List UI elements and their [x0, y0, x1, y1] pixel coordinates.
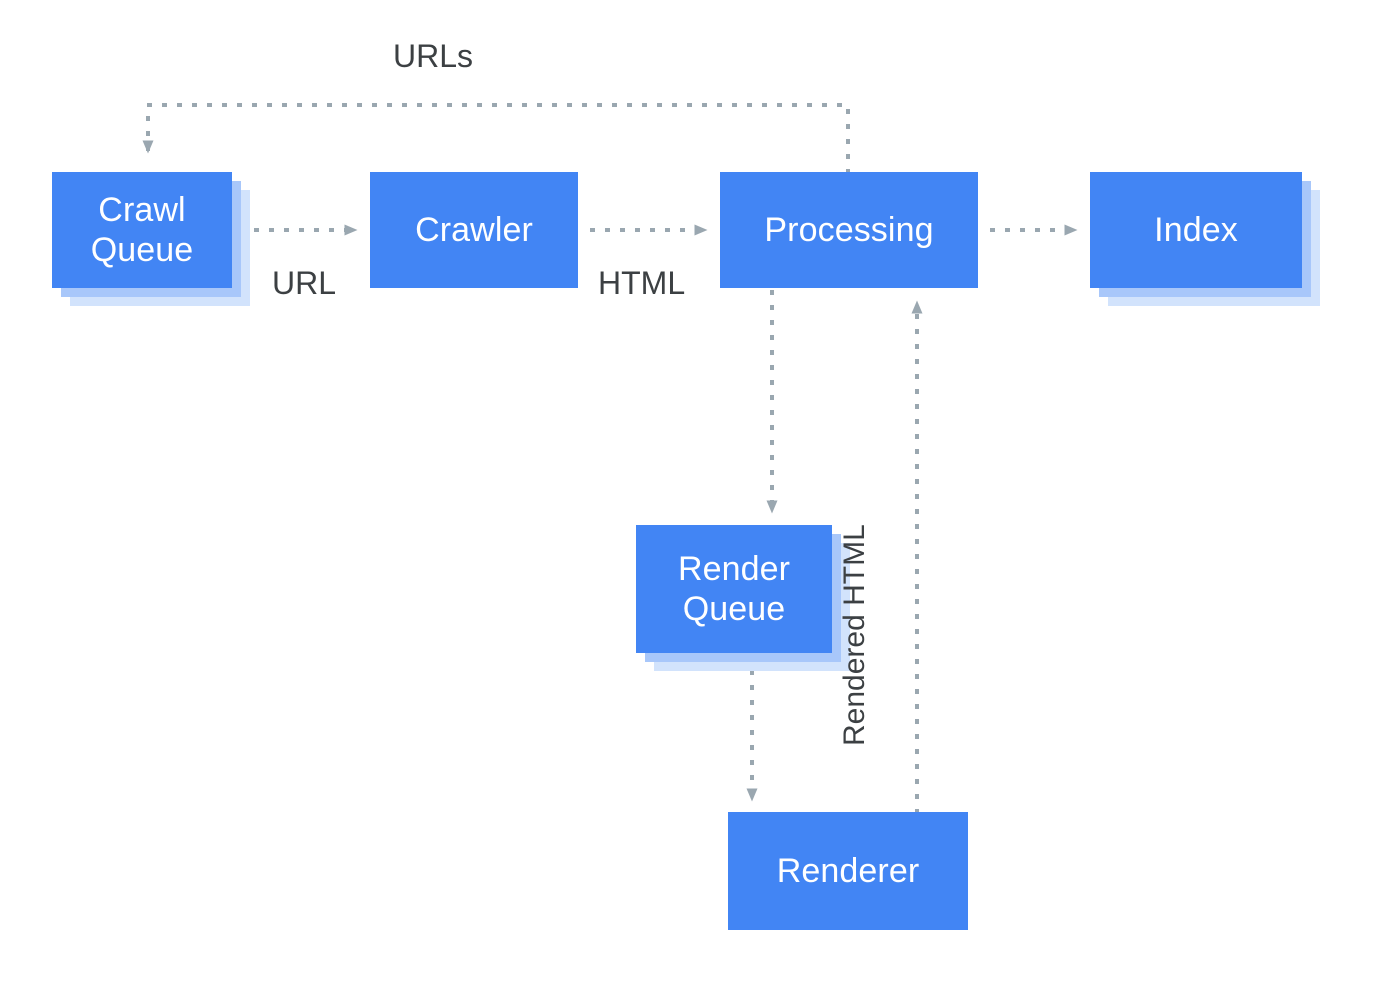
crawler-face: Crawler [370, 172, 578, 288]
index-face: Index [1090, 172, 1302, 288]
processing-label: Processing [764, 210, 934, 249]
edge-label-urls: URLs [393, 38, 474, 74]
edge-label-url: URL [272, 265, 337, 301]
index-label: Index [1154, 210, 1238, 249]
node-render-queue[interactable]: Render Queue [636, 525, 850, 671]
node-processing[interactable]: Processing [720, 172, 978, 288]
renderer-label: Renderer [776, 851, 920, 890]
edge-label-rendered-html: Rendered HTML [838, 524, 871, 746]
render-queue-label-line2: Queue [682, 590, 786, 628]
node-crawl-queue[interactable]: Crawl Queue [52, 172, 250, 306]
processing-face: Processing [720, 172, 978, 288]
render-queue-label-line1: Render [677, 549, 791, 588]
render-queue-face: Render Queue [636, 525, 832, 653]
crawl-queue-label-line2: Queue [90, 231, 194, 269]
node-index[interactable]: Index [1090, 172, 1320, 306]
edge-label-html: HTML [598, 265, 686, 301]
renderer-face: Renderer [728, 812, 968, 930]
crawl-queue-face: Crawl Queue [52, 172, 232, 288]
crawler-label: Crawler [415, 210, 533, 249]
node-renderer[interactable]: Renderer [728, 812, 968, 930]
edge-urls [142, 103, 850, 174]
crawl-queue-label-line1: Crawl [98, 190, 186, 229]
node-crawler[interactable]: Crawler [370, 172, 578, 288]
